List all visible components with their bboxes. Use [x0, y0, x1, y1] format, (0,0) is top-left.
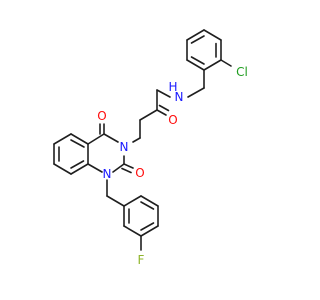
bond — [140, 225, 159, 237]
aromatic-inner-bond — [190, 35, 205, 44]
aromatic-inner-bond — [70, 160, 85, 169]
aromatic-inner-bond — [70, 139, 85, 148]
bond — [53, 133, 72, 145]
double-bond — [158, 104, 170, 112]
aromatic-inner-bond — [140, 201, 155, 210]
amide-oxygen-label: O — [168, 113, 177, 127]
bond — [87, 133, 105, 145]
bond — [187, 87, 205, 98]
bond — [123, 195, 142, 207]
ketone-oxygen-bottom-label: O — [135, 166, 144, 180]
bond — [103, 133, 119, 143]
bond — [140, 195, 159, 207]
amide-nitrogen-label: N — [175, 90, 184, 104]
chlorine-atom-label: Cl — [236, 65, 248, 79]
bond-group — [53, 29, 232, 251]
bond — [139, 109, 158, 121]
ring-nitrogen-1-label: N — [103, 167, 112, 181]
bond — [186, 59, 205, 71]
double-bond — [123, 163, 134, 169]
bond — [186, 29, 205, 41]
amide-hydrogen-label: H — [168, 80, 177, 94]
ketone-oxygen-top-label: O — [97, 109, 106, 123]
bond — [203, 59, 222, 71]
bond — [70, 163, 89, 175]
double-bond — [121, 167, 132, 174]
bond — [106, 195, 125, 207]
bond — [123, 225, 142, 237]
atom-labels: Cl H N O O N O N F — [97, 65, 248, 267]
bond — [70, 133, 89, 145]
bond — [87, 163, 103, 173]
double-bond — [156, 109, 167, 116]
aromatic-inner-bond — [140, 222, 155, 231]
bond — [203, 29, 222, 41]
ring-nitrogen-3-label: N — [120, 140, 129, 154]
molecule-structure-diagram: Cl H N O O N O N F — [53, 29, 248, 267]
bond — [132, 137, 141, 143]
fluorine-atom-label: F — [138, 253, 145, 267]
bond — [156, 89, 171, 98]
bond — [53, 163, 72, 175]
bond — [112, 163, 125, 173]
bond — [220, 59, 232, 67]
aromatic-inner-bond — [190, 56, 205, 65]
